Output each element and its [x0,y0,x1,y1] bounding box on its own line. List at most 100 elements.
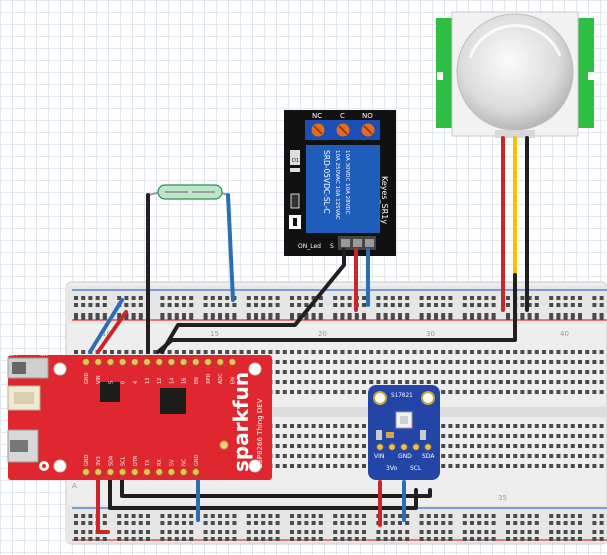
breadboard-hole [340,370,345,374]
breadboard-hole [570,360,575,364]
breadboard-hole [318,316,323,320]
breadboard-hole [160,296,165,300]
breadboard-hole [441,370,446,374]
breadboard-hole [117,350,122,354]
breadboard-hole [311,370,316,374]
relay-body [306,145,380,233]
breadboard-hole [498,390,503,394]
breadboard-hole [246,530,251,534]
breadboard-hole [599,313,604,317]
breadboard-hole [354,380,359,384]
breadboard-hole [549,464,554,468]
sparkfun-logo-text: sparkfun [229,372,253,472]
breadboard-hole [138,296,143,300]
breadboard-hole [74,350,78,354]
breadboard-hole [570,514,575,518]
breadboard-hole [448,521,453,525]
breadboard-hole [549,370,554,374]
breadboard-hole [102,296,107,300]
breadboard-hole [563,464,568,468]
sensor-chip-label: Si7021 [391,392,413,399]
breadboard-hole [556,390,561,394]
breadboard-hole [563,380,568,384]
breadboard-hole [513,370,518,374]
breadboard-hole [124,316,129,320]
breadboard-hole [549,390,554,394]
breadboard-hole [534,537,539,541]
breadboard-hole [455,390,460,394]
breadboard-hole [297,454,302,458]
breadboard-hole [124,530,129,534]
breadboard-hole [275,370,280,374]
breadboard-hole [167,303,172,307]
breadboard-hole [398,296,402,300]
breadboard-hole [426,537,431,541]
breadboard-hole [585,370,590,374]
breadboard-hole [513,380,518,384]
breadboard-hole [254,530,258,534]
breadboard-hole [304,521,309,525]
breadboard-hole [506,313,510,317]
breadboard-hole [225,537,230,541]
breadboard-hole [275,380,280,384]
breadboard-hole [189,313,194,317]
breadboard-hole [542,464,546,468]
reed-wire-blue [226,193,235,302]
breadboard-hole [570,444,575,448]
wires [88,136,529,534]
breadboard-hole [578,454,582,458]
breadboard-hole [218,296,222,300]
breadboard-hole [311,313,316,317]
breadboard-hole [419,514,424,518]
breadboard-hole [189,530,194,534]
breadboard-hole [477,380,482,384]
breadboard-hole [333,537,338,541]
breadboard-hole [599,360,604,364]
breadboard-hole [282,370,287,374]
breadboard-hole [390,370,395,374]
breadboard-hole [563,537,568,541]
breadboard-hole [462,296,467,300]
breadboard-hole [74,521,78,525]
breadboard-hole [470,521,474,525]
breadboard-hole [333,296,338,300]
breadboard-hole [354,360,359,364]
breadboard-hole [210,296,215,300]
breadboard-hole [578,296,582,300]
breadboard-hole [160,313,165,317]
breadboard-hole [563,514,568,518]
breadboard-hole [275,350,280,354]
esp8266-chip [160,388,186,414]
breadboard-hole [441,313,446,317]
breadboard-hole [131,537,136,541]
breadboard-hole [563,521,568,525]
breadboard-hole [333,434,338,438]
breadboard-hole [117,521,122,525]
breadboard-hole [448,296,453,300]
breadboard-hole [506,530,510,534]
breadboard-hole [563,370,568,374]
breadboard-hole [174,537,179,541]
breadboard-hole [297,350,302,354]
esp-top-pin-label: EN [230,377,236,384]
breadboard-hole [290,360,294,364]
breadboard-hole [232,313,237,317]
breadboard-hole [513,454,518,458]
breadboard-hole [491,434,496,438]
breadboard-hole [434,296,438,300]
breadboard-hole [282,434,287,438]
breadboard-hole [131,514,136,518]
breadboard-hole [354,350,359,354]
breadboard-hole [462,424,467,428]
breadboard-hole [570,296,575,300]
breadboard-hole [167,514,172,518]
breadboard-hole [290,444,294,448]
relay-model-text: SRD-05VDC-SL-C [322,150,331,214]
breadboard-hole [426,530,431,534]
breadboard-hole [578,530,582,534]
breadboard-hole [189,316,194,320]
breadboard-hole [563,313,568,317]
breadboard-hole [592,360,597,364]
breadboard-hole [304,313,309,317]
esp-top-pin [106,358,115,366]
